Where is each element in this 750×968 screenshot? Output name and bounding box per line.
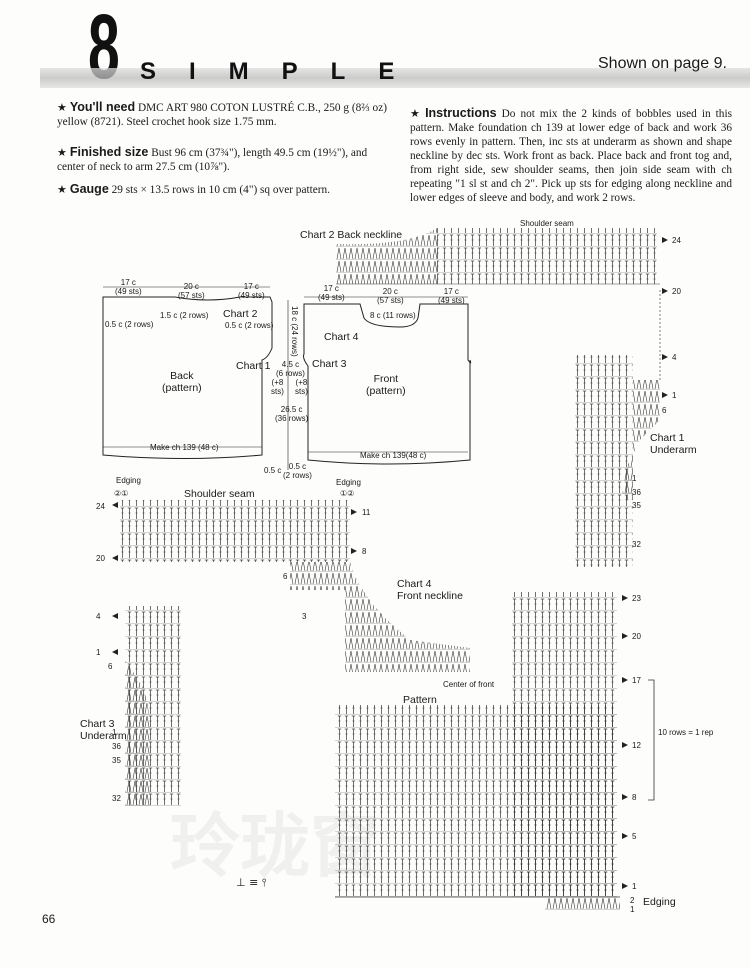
shoulder-seam-left: Shoulder seam (184, 488, 255, 500)
back-chart1-label: Chart 1 (236, 360, 271, 372)
front-neck: 20 c(57 sts) (377, 287, 404, 305)
armhole-depth: 18 c (24 rows) (290, 306, 299, 357)
star-icon: ★ (57, 183, 67, 196)
front-shoulder-r: 17 c(49 sts) (438, 287, 465, 305)
row-marker: 24 (96, 502, 105, 511)
row-marker: 6 (108, 662, 113, 671)
repeat-bracket (648, 679, 655, 801)
shoulder-seam-top: Shoulder seam (520, 219, 574, 228)
front-label: Front(pattern) (366, 373, 406, 397)
row-marker: 8 (632, 793, 637, 802)
row-marker: 20 (96, 554, 105, 563)
back-shoulder-r: 17 c(49 sts) (238, 282, 265, 300)
front-shoulder-l: 17 c(49 sts) (318, 284, 345, 302)
back-edge: 0.5 c (264, 466, 282, 475)
back-foundation: Make ch 139 (48 c) (150, 443, 219, 452)
pattern-chart (335, 592, 620, 910)
back-shoulder-l: 17 c(49 sts) (115, 278, 142, 296)
row-marker: 5 (632, 832, 637, 841)
row-marker: ②① (114, 489, 129, 498)
row-marker: 6 (662, 406, 667, 415)
chart1-underarm (575, 290, 661, 567)
row-marker: 32 (632, 540, 641, 549)
row-marker: 3 (302, 612, 307, 621)
watermark: 玲珑窗 (170, 805, 380, 887)
spec-gauge: ★Gauge 29 sts × 13.5 rows in 10 cm (4") … (57, 182, 330, 196)
row-marker: 35 (632, 501, 641, 510)
row-marker: 1 (112, 728, 117, 737)
stitch-symbol-icon: ⊥ ≡ ⫯ (236, 876, 267, 889)
row-marker: 1 (632, 474, 637, 483)
back-side-slope: 0.5 c (2 rows) (105, 320, 154, 329)
chart-left-shoulder (120, 500, 470, 672)
row-marker: 1 (632, 882, 637, 891)
title-brush-stroke (40, 68, 750, 88)
back-label: Back(pattern) (162, 370, 202, 394)
front-chart3-label: Chart 3 (312, 358, 347, 370)
chart2-title: Chart 2 Back neckline (300, 229, 403, 241)
chart2-back-neckline (336, 228, 660, 285)
edge-depth: 0.5 c(2 rows) (283, 462, 312, 480)
row-marker: 36 (632, 488, 641, 497)
row-marker: 1 (630, 905, 635, 914)
row-marker: 1 (96, 648, 101, 657)
back-shoulder-slope: 0.5 c (2 rows) (225, 321, 274, 330)
row-marker: 20 (672, 287, 681, 296)
row-arrows (112, 237, 668, 889)
row-marker: 24 (672, 236, 681, 245)
center-of-front: Center of front (443, 680, 495, 689)
repeat-note: 10 rows = 1 rep (658, 728, 714, 737)
back-schematic (102, 286, 273, 459)
row-marker: ①② (340, 489, 355, 498)
edging-middle: Edging (336, 478, 361, 487)
back-chart2-label: Chart 2 (223, 308, 258, 320)
row-marker: 1 (672, 391, 677, 400)
back-neck: 20 c(57 sts) (178, 282, 205, 300)
row-marker: 20 (632, 632, 641, 641)
row-marker: 4 (672, 353, 677, 362)
front-chart4-label: Chart 4 (324, 331, 359, 343)
edging-left: Edging (116, 476, 141, 485)
chart3-underarm (125, 606, 181, 806)
row-marker: 32 (112, 794, 121, 803)
row-marker: 8 (362, 547, 367, 556)
row-marker: 2 (630, 896, 635, 905)
row-marker: 36 (112, 742, 121, 751)
row-marker: 4 (96, 612, 101, 621)
pattern-title: SIMPLE (140, 58, 428, 85)
back-neck-depth: 1.5 c (2 rows) (160, 311, 209, 320)
row-marker: 11 (362, 508, 371, 517)
shown-on-page: Shown on page 9. (598, 55, 727, 72)
star-icon: ★ (410, 107, 423, 120)
row-marker: 6 (283, 572, 288, 581)
underarm-depth: 4.5 c(6 rows) (276, 360, 305, 378)
front-neck-depth: 8 c (11 rows) (370, 311, 416, 320)
row-marker: 12 (632, 741, 641, 750)
edging-bottom: Edging (643, 896, 676, 908)
spec-you-need: ★You'll need DMC ART 980 COTON LUSTRÉ C.… (57, 100, 387, 128)
body-length: 26.5 c(36 rows) (275, 405, 309, 423)
page-number: 66 (42, 912, 56, 926)
front-foundation: Make ch 139(48 c) (360, 451, 427, 460)
spec-instructions: ★Instructions Do not mix the 2 kinds of … (410, 106, 732, 204)
star-icon: ★ (57, 101, 67, 114)
star-icon: ★ (57, 146, 67, 159)
row-marker: 23 (632, 594, 641, 603)
pattern-title: Pattern (403, 694, 437, 706)
front-schematic (303, 296, 472, 465)
row-marker: 35 (112, 756, 121, 765)
row-marker: 17 (632, 676, 641, 685)
spec-finished-size: ★Finished size Bust 96 cm (37¾"), length… (57, 145, 368, 173)
